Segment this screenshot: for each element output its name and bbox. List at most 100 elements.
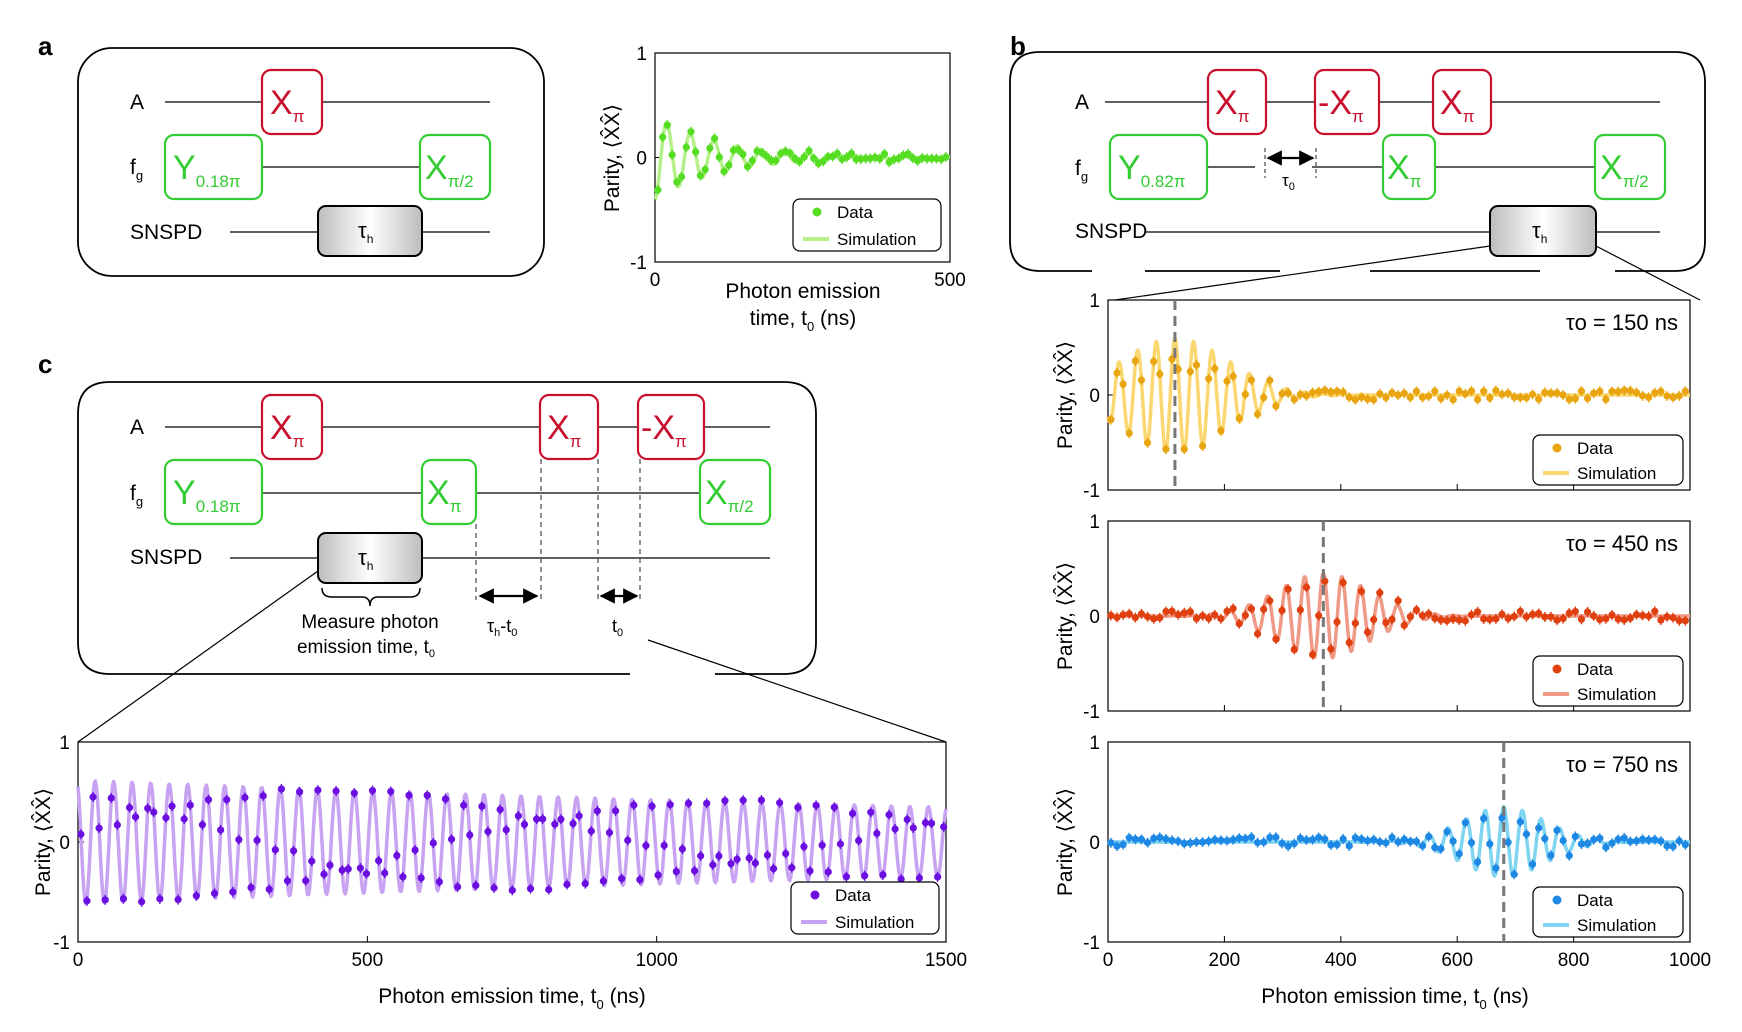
data-point bbox=[1455, 850, 1463, 858]
data-point bbox=[1125, 610, 1133, 618]
data-point bbox=[1168, 607, 1176, 615]
data-point bbox=[1327, 841, 1335, 849]
data-point bbox=[1247, 376, 1256, 384]
data-point bbox=[138, 898, 146, 906]
data-point bbox=[1345, 638, 1353, 647]
data-point bbox=[131, 813, 140, 821]
data-point bbox=[867, 808, 875, 816]
legend-box bbox=[792, 198, 942, 252]
data-point bbox=[1308, 836, 1317, 844]
data-point bbox=[1608, 387, 1616, 395]
data-point bbox=[1321, 386, 1329, 394]
data-point bbox=[1425, 610, 1433, 618]
data-point bbox=[836, 840, 844, 848]
data-point bbox=[818, 841, 826, 849]
data-point bbox=[880, 150, 889, 158]
data-point bbox=[101, 896, 109, 904]
gate-negx-pi-c: -Xπ bbox=[636, 393, 706, 461]
data-point bbox=[1675, 837, 1683, 845]
data-point bbox=[490, 884, 498, 892]
data-point bbox=[1559, 836, 1567, 845]
data-point bbox=[1363, 837, 1372, 845]
data-point bbox=[1394, 597, 1402, 605]
data-point bbox=[1296, 390, 1304, 399]
data-point bbox=[253, 836, 261, 844]
data-point bbox=[1577, 387, 1586, 395]
legend-data-marker bbox=[812, 207, 822, 217]
data-point bbox=[460, 801, 468, 809]
data-point bbox=[429, 839, 437, 847]
data-point bbox=[1510, 612, 1518, 621]
data-point bbox=[1119, 611, 1127, 619]
svg-text:Xπ: Xπ bbox=[1215, 84, 1249, 126]
legend-sim-label: Simulation bbox=[837, 230, 916, 249]
data-point bbox=[1632, 388, 1641, 397]
data-point bbox=[1681, 617, 1689, 625]
data-point bbox=[1559, 614, 1567, 623]
wire-label-snspd-c: SNSPD bbox=[130, 546, 202, 569]
x-tick-label: 800 bbox=[1558, 950, 1590, 971]
data-point bbox=[1150, 834, 1158, 843]
data-point bbox=[776, 799, 784, 807]
data-point bbox=[772, 156, 780, 165]
data-point bbox=[1443, 828, 1451, 836]
data-point bbox=[904, 150, 912, 158]
data-point bbox=[1651, 836, 1659, 844]
data-point bbox=[569, 819, 577, 828]
gate-x-pi-b1: Xπ bbox=[1206, 68, 1268, 136]
tau-h-box: τh bbox=[317, 205, 423, 257]
wire-label-a: A bbox=[130, 91, 144, 114]
x-axis-label: Photon emission time, t0 (ns) bbox=[378, 985, 646, 1012]
data-point bbox=[1394, 391, 1402, 399]
data-point bbox=[873, 829, 881, 838]
data-point bbox=[1296, 606, 1304, 614]
data-point bbox=[1406, 838, 1414, 846]
data-point bbox=[520, 820, 529, 829]
svg-text:Xπ: Xπ bbox=[270, 84, 304, 126]
data-point bbox=[308, 857, 316, 865]
data-point bbox=[1345, 393, 1353, 401]
data-point bbox=[830, 803, 838, 811]
data-point bbox=[241, 793, 249, 802]
data-point bbox=[271, 846, 279, 854]
gate-y-018pi: Y0.18π bbox=[163, 133, 264, 201]
data-point bbox=[1657, 616, 1665, 624]
data-point bbox=[1388, 389, 1396, 397]
data-point bbox=[1150, 357, 1158, 366]
data-point bbox=[1272, 833, 1280, 841]
data-point bbox=[1333, 841, 1341, 849]
data-point bbox=[1107, 611, 1115, 620]
data-point bbox=[356, 864, 364, 872]
data-point bbox=[748, 156, 756, 165]
data-point bbox=[684, 799, 693, 807]
legend-box bbox=[1532, 886, 1684, 938]
data-point bbox=[1125, 834, 1133, 842]
data-point bbox=[1192, 361, 1201, 369]
data-point bbox=[1376, 589, 1384, 597]
data-point bbox=[1198, 442, 1207, 450]
data-point bbox=[1351, 619, 1359, 627]
data-point bbox=[217, 826, 225, 834]
data-point bbox=[1211, 365, 1219, 373]
data-point bbox=[1541, 613, 1549, 621]
data-point bbox=[1486, 394, 1494, 402]
data-point bbox=[1278, 390, 1286, 398]
data-point bbox=[1186, 839, 1194, 847]
data-point bbox=[1180, 445, 1188, 453]
svg-text:Y0.18π: Y0.18π bbox=[173, 149, 241, 191]
data-point bbox=[454, 883, 462, 891]
data-point bbox=[472, 881, 480, 890]
svg-text:τh: τh bbox=[358, 218, 373, 246]
data-point bbox=[1327, 388, 1335, 396]
data-point bbox=[1156, 833, 1164, 841]
data-point bbox=[1590, 835, 1598, 844]
data-point bbox=[277, 785, 286, 793]
data-point bbox=[1168, 836, 1176, 844]
data-point bbox=[1541, 835, 1549, 843]
data-point bbox=[1602, 615, 1610, 623]
x-tick-label: 500 bbox=[351, 950, 383, 971]
data-point bbox=[682, 143, 690, 151]
data-point bbox=[1626, 837, 1634, 846]
